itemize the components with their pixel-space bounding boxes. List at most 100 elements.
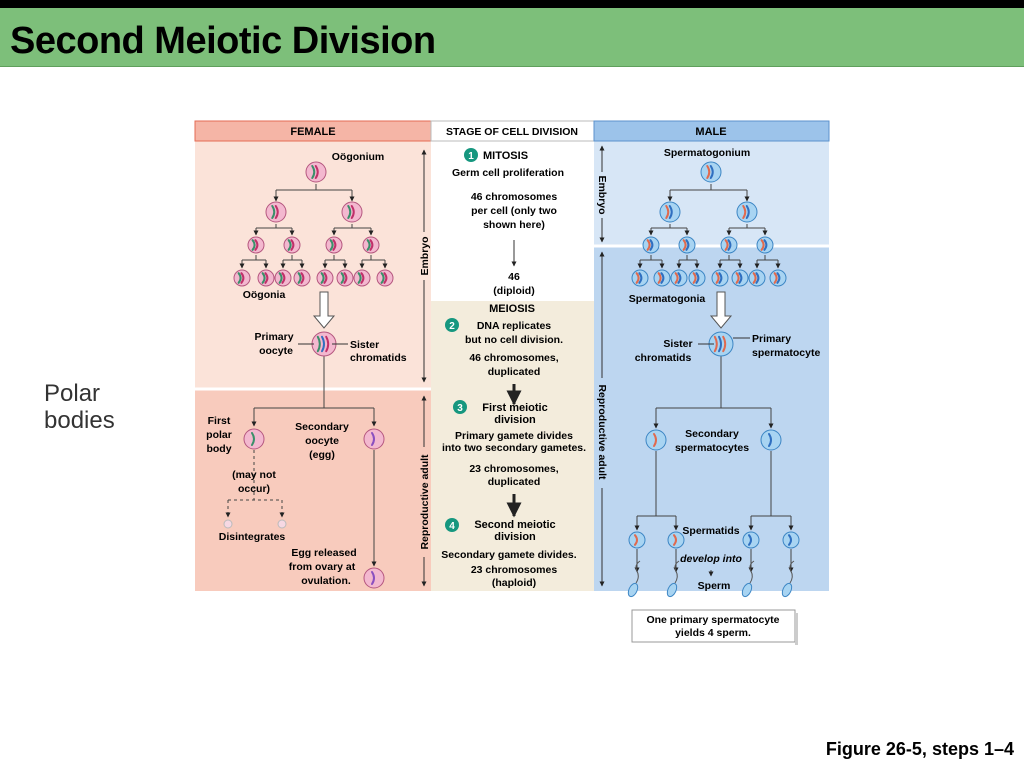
first-polar-body-3: body — [206, 443, 231, 455]
male-adult-label: Reproductive adult — [596, 384, 608, 480]
step-2-desc-2: duplicated — [488, 366, 541, 378]
secondary-spermatocyte-cell — [645, 429, 667, 451]
female-sister-chromatids-1: Sister — [350, 339, 379, 351]
egg-released-2: from ovary at — [289, 561, 356, 573]
step-1-note-1: 46 chromosomes — [471, 191, 558, 203]
male-cell-gen2 — [678, 236, 696, 254]
female-sister-chromatids-2: chromatids — [350, 352, 407, 364]
secondary-oocyte-1: Secondary — [295, 421, 349, 433]
sperm-label: Sperm — [698, 580, 731, 592]
step-1-badge — [464, 148, 478, 162]
first-polar-body-cell — [243, 428, 265, 450]
female-cell-gen1 — [341, 201, 363, 223]
male-cell-gen1 — [659, 201, 681, 223]
step-1-number: 1 — [468, 151, 474, 162]
step-3-note-1: 23 chromosomes, — [469, 463, 558, 475]
male-sister-chromatids-1: Sister — [663, 338, 692, 350]
male-cell-gen2 — [720, 236, 738, 254]
egg-cell — [363, 567, 385, 589]
secondary-spermatocytes-1: Secondary — [685, 428, 739, 440]
sperm-cell — [666, 560, 680, 598]
male-header-text: MALE — [695, 126, 726, 138]
female-adult-label-bg — [417, 447, 431, 557]
oogonia-cell — [274, 269, 292, 287]
step-1-title: MITOSIS — [483, 150, 528, 162]
female-cell-gen2 — [325, 236, 343, 254]
oogonia-cell — [376, 269, 394, 287]
develop-into-label: develop into — [680, 553, 742, 565]
spermatid-cell — [782, 531, 800, 549]
primary-oocyte-label-1: Primary — [254, 331, 293, 343]
spermatogonia-cell — [670, 269, 688, 287]
female-cells — [223, 161, 394, 589]
egg-released-3: ovulation. — [301, 575, 351, 587]
meiosis-label: MEIOSIS — [489, 303, 535, 315]
female-embryo-label-bg — [417, 232, 431, 280]
oogonia-cell — [257, 269, 275, 287]
may-not-occur-1: (may not — [232, 469, 276, 481]
oogonium-cell — [305, 161, 327, 183]
step-2-badge — [445, 318, 459, 332]
male-embryo-label-bg — [595, 172, 609, 218]
step-1-note-3: shown here) — [483, 219, 545, 231]
stage-header-text: STAGE OF CELL DIVISION — [446, 126, 578, 138]
step-3-note-2: duplicated — [488, 476, 541, 488]
spermatogonium-label: Spermatogonium — [664, 147, 750, 159]
step-4-note-1: 23 chromosomes — [471, 564, 558, 576]
step-4-title: Second meiotic — [474, 519, 555, 531]
primary-spermatocyte-1: Primary — [752, 333, 791, 345]
step-2-title: DNA replicates — [477, 320, 551, 332]
spermatogonia-cell — [631, 269, 649, 287]
primary-oocyte-label-2: oocyte — [259, 345, 293, 357]
oogonium-label: Oögonium — [332, 151, 385, 163]
step-2-title-2: but no cell division. — [465, 334, 563, 346]
first-polar-body-1: First — [208, 415, 231, 427]
stage-mitosis-panel — [431, 141, 594, 301]
male-header — [593, 120, 830, 142]
step-1-result-1: 46 — [508, 271, 520, 283]
step-4-number: 4 — [449, 521, 455, 532]
spermatogonia-cell — [731, 269, 749, 287]
female-embryo-label: Embryo — [419, 236, 431, 275]
disintegrates-label: Disintegrates — [219, 531, 286, 543]
first-polar-body-2: polar — [206, 429, 232, 441]
step-4-badge — [445, 518, 459, 532]
primary-spermatocyte-2: spermatocyte — [752, 347, 820, 359]
disintegrating-cell — [277, 519, 287, 529]
spermatogonia-cell — [688, 269, 706, 287]
spermatid-cell — [628, 531, 646, 549]
oogonia-cell — [353, 269, 371, 287]
female-cell-gen2 — [362, 236, 380, 254]
male-sister-chromatids-2: chromatids — [635, 352, 692, 364]
sperm-cell — [741, 560, 755, 598]
egg-released-1: Egg released — [291, 547, 356, 559]
male-cell-gen1 — [736, 201, 758, 223]
secondary-spermatocytes-2: spermatocytes — [675, 442, 749, 454]
figure-caption: Figure 26-5, steps 1–4 — [825, 739, 1014, 759]
step-4-note-2: (haploid) — [492, 577, 536, 589]
stage-meiosis-panel — [431, 301, 594, 591]
spermatid-cell — [742, 531, 760, 549]
male-cells — [627, 161, 800, 598]
sperm-cell — [627, 560, 641, 598]
step-2-number: 2 — [449, 321, 455, 332]
step-3-desc-2: into two secondary gametes. — [442, 442, 586, 454]
primary-oocyte-cell — [311, 331, 337, 357]
step-3-desc-1: Primary gamete divides — [455, 430, 573, 442]
male-cell-gen2 — [756, 236, 774, 254]
top-border — [0, 0, 1024, 8]
male-hollow-arrow — [709, 291, 733, 329]
male-cell-gen2 — [642, 236, 660, 254]
female-adult-panel — [195, 389, 431, 591]
secondary-oocyte-cell — [363, 428, 385, 450]
step-3-number: 3 — [457, 403, 463, 414]
female-hollow-arrow — [312, 291, 336, 329]
slide-title: Second Meiotic Division — [10, 20, 436, 62]
step-1-result-2: (diploid) — [493, 285, 534, 297]
step-1-desc: Germ cell proliferation — [452, 167, 564, 179]
step-4-desc-1: Secondary gamete divides. — [441, 549, 576, 561]
spermatogonium-cell — [700, 161, 722, 183]
female-adult-label: Reproductive adult — [419, 454, 431, 550]
male-embryo-label: Embryo — [596, 175, 608, 214]
summary-line-2: yields 4 sperm. — [675, 627, 751, 639]
